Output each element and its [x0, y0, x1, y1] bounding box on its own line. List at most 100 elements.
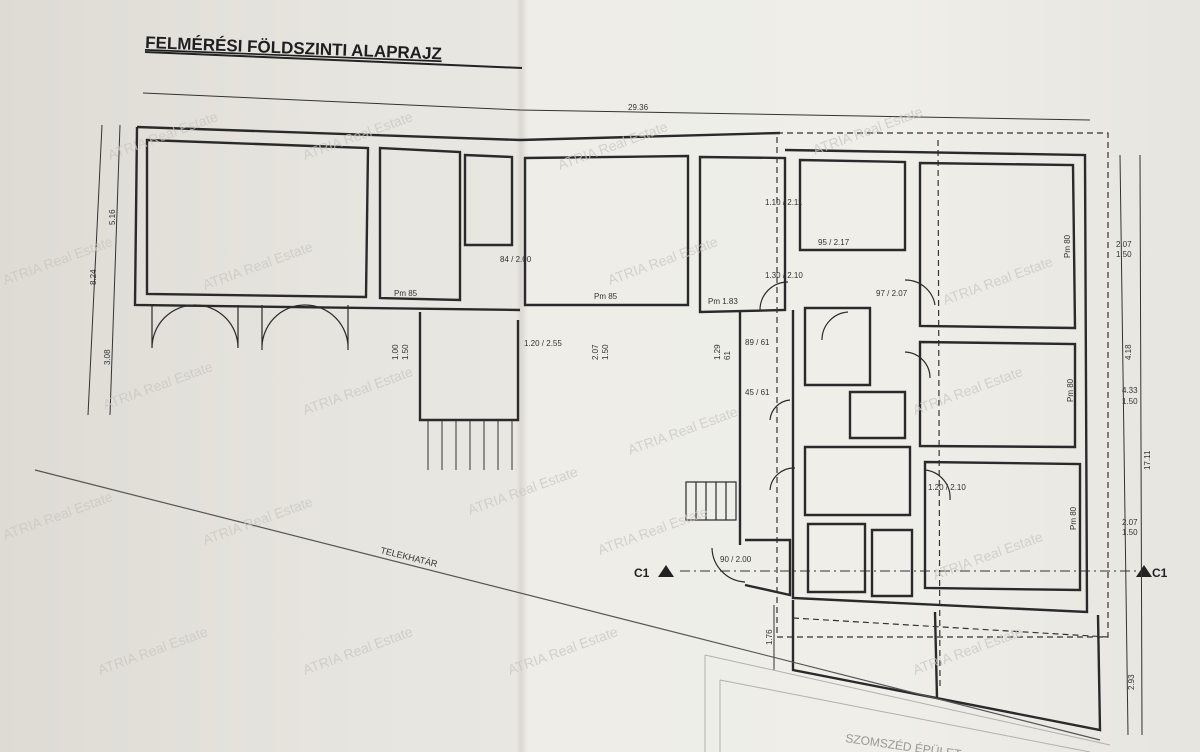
watermark: ATRIA Real Estate	[811, 103, 925, 158]
window-sill: 1.50	[1122, 528, 1138, 537]
window-height: 1.00	[391, 344, 400, 360]
door-swing	[904, 351, 931, 379]
section-marker-right-icon	[1136, 565, 1152, 577]
watermark: ATRIA Real Estate	[301, 363, 415, 418]
watermark: ATRIA Real Estate	[931, 528, 1045, 583]
window-height: 2.07	[1116, 240, 1132, 249]
door-label: 97 / 2.07	[876, 289, 908, 298]
watermark: ATRIA Real Estate	[201, 238, 315, 293]
room-bedroom-3	[923, 460, 1082, 592]
watermark: ATRIA Real Estate	[106, 108, 220, 163]
right-bottom-label: 2.93	[1127, 674, 1136, 690]
section-label-right: C1	[1152, 566, 1168, 580]
watermark: ATRIA Real Estate	[556, 118, 670, 173]
door-label: 1.30 / 2.10	[765, 271, 803, 280]
door-swing	[904, 279, 936, 306]
porch	[418, 312, 520, 422]
left-dimension-line-inner	[109, 124, 121, 416]
room-bath	[803, 306, 872, 387]
watermark: ATRIA Real Estate	[301, 623, 415, 678]
window-sill: 1.50	[601, 344, 610, 360]
overall-dimension-line	[142, 92, 1091, 121]
window-label: Pm 80	[1069, 506, 1078, 530]
room-kitchen	[803, 445, 912, 517]
neighbor-building-outline	[704, 654, 1111, 752]
window-height: 4.33	[1122, 386, 1138, 395]
watermark: ATRIA Real Estate	[466, 463, 580, 518]
window-sill: 1.50	[401, 344, 410, 360]
window-sill: 1.50	[1116, 250, 1132, 259]
door-swing	[769, 399, 791, 421]
right-dimension-line	[1119, 154, 1129, 736]
plot-boundary-label: TELEKHATÁR	[380, 545, 440, 569]
window-label: Pm 80	[1066, 378, 1075, 402]
entry-stair-block	[744, 538, 792, 597]
watermark: ATRIA Real Estate	[941, 253, 1055, 308]
stairs	[685, 481, 737, 521]
door-label: 90 / 2.00	[720, 555, 752, 564]
neighbor-building-edge	[704, 655, 721, 752]
watermarks: ATRIA Real Estate ATRIA Real Estate ATRI…	[1, 103, 1055, 678]
watermark: ATRIA Real Estate	[101, 358, 215, 413]
watermark: ATRIA Real Estate	[1, 488, 115, 543]
room-pantry	[870, 528, 914, 598]
door-label: 1.20 / 2.55	[524, 339, 562, 348]
door-label: 89 / 61	[745, 338, 770, 347]
window-label: Pm 85	[594, 292, 618, 301]
watermark: ATRIA Real Estate	[201, 493, 315, 548]
right-wing-dashed-outline	[776, 132, 1109, 638]
window-label: Pm 85	[394, 289, 418, 298]
window-label: Pm 80	[1063, 234, 1072, 258]
right-wing-outer-wall	[784, 148, 1089, 614]
room-closet	[848, 390, 907, 440]
section-marker-left-icon	[658, 565, 674, 577]
right-total-label: 17.11	[1143, 450, 1152, 470]
room-wc	[806, 522, 867, 594]
entrance-door-swing	[711, 547, 746, 583]
porch-ticks	[427, 420, 513, 470]
door-swing	[924, 469, 951, 501]
watermark: ATRIA Real Estate	[911, 363, 1025, 418]
room-bedroom-2	[918, 340, 1077, 449]
left-total-label: 8.24	[89, 269, 98, 285]
door-label: 95 / 2.17	[818, 238, 850, 247]
courtyard	[791, 600, 1102, 732]
watermark: ATRIA Real Estate	[626, 403, 740, 458]
door-swing	[759, 281, 789, 311]
courtyard-dimension-label: 1.76	[765, 629, 774, 645]
room-bedroom-1	[918, 161, 1077, 330]
left-lower-label: 3.08	[103, 349, 112, 365]
door-label: 84 / 2.00	[500, 255, 532, 264]
room-garage	[145, 138, 370, 299]
window-height: 2.07	[1122, 518, 1138, 527]
door-swing	[821, 311, 849, 341]
door-swing	[769, 467, 796, 491]
right-dimension-line-outer	[1139, 154, 1143, 736]
courtyard-dashed-line	[792, 617, 1109, 638]
room-5	[698, 155, 787, 314]
door-label: 1.20 / 2.10	[928, 483, 966, 492]
door-label: 45 / 61	[745, 388, 770, 397]
axis-dashed-line	[937, 139, 941, 691]
left-wing-outer-wall	[133, 125, 781, 312]
window-height: 1.29	[713, 344, 722, 360]
window-sill: 61	[723, 351, 732, 360]
watermark: ATRIA Real Estate	[96, 623, 210, 678]
window-label: Pm 1.83	[708, 297, 738, 306]
door-label: 1.10 / 2.11	[765, 198, 803, 207]
room-2	[378, 146, 462, 302]
right-mid-label: 4.18	[1124, 344, 1133, 360]
garage-door-left	[151, 304, 239, 349]
section-label-left: C1	[634, 566, 650, 580]
garage-door-right	[261, 304, 349, 351]
room-3	[463, 153, 514, 247]
title-underline	[144, 51, 523, 69]
window-sill: 1.50	[1122, 397, 1138, 406]
left-dimension-line	[87, 124, 103, 416]
watermark: ATRIA Real Estate	[596, 503, 710, 558]
plot-boundary-line	[34, 469, 1101, 741]
watermark: ATRIA Real Estate	[606, 233, 720, 288]
overall-width-label: 29.36	[628, 103, 649, 112]
